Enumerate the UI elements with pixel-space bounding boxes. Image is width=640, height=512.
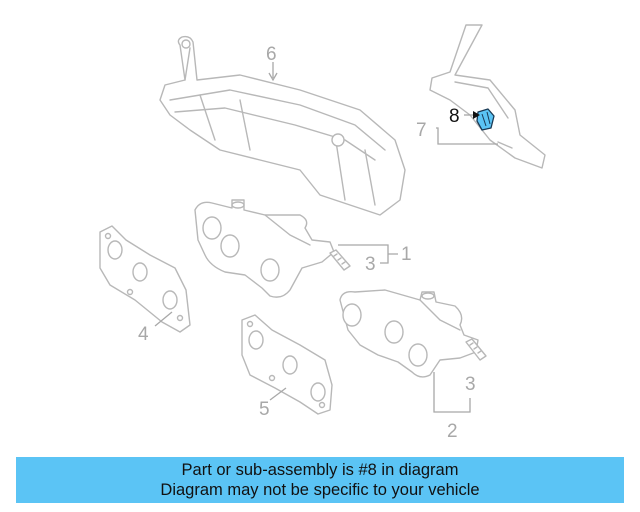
leader-4 — [154, 311, 173, 327]
bracket-part-7 — [429, 24, 546, 169]
heat-shield-part-6 — [159, 35, 406, 216]
banner-line-2: Diagram may not be specific to your vehi… — [160, 481, 480, 499]
info-banner: Part or sub-assembly is #8 in diagram Di… — [16, 457, 624, 503]
stud-part-3-lower — [465, 338, 487, 361]
leader-7 — [436, 127, 498, 145]
exhaust-manifold-part-1 — [194, 199, 335, 298]
callout-3-lower: 3 — [465, 374, 476, 395]
arrowhead-6 — [268, 72, 278, 82]
callout-7: 7 — [416, 120, 427, 141]
gasket-part-4 — [99, 225, 191, 333]
arrowhead-8 — [473, 111, 480, 119]
callout-2: 2 — [447, 421, 458, 442]
callout-1: 1 — [401, 244, 412, 265]
leader-2 — [433, 372, 471, 413]
leader-5 — [269, 387, 287, 401]
leader-1 — [338, 244, 398, 264]
exhaust-manifold-part-2 — [339, 289, 479, 378]
callout-5: 5 — [259, 399, 270, 420]
callout-6: 6 — [266, 44, 277, 65]
leader-lines — [154, 62, 498, 413]
clip-part-8 — [476, 108, 495, 131]
callout-8: 8 — [449, 106, 460, 127]
callout-4: 4 — [138, 324, 149, 345]
callout-3-upper: 3 — [365, 254, 376, 275]
gasket-part-5 — [241, 314, 333, 415]
stud-part-3-upper — [329, 249, 351, 271]
banner-line-1: Part or sub-assembly is #8 in diagram — [181, 461, 459, 479]
